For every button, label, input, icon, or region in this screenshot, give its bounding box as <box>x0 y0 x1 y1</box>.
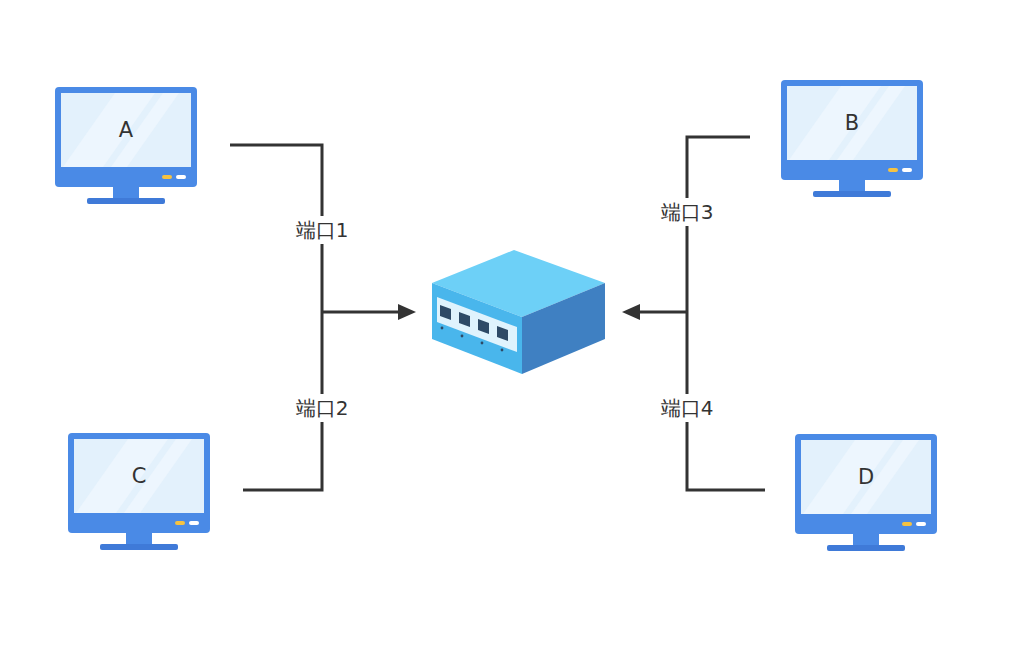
computer-name: A <box>61 93 191 167</box>
computer-node: D <box>795 434 937 552</box>
computer-node: A <box>55 87 197 205</box>
monitor-icon <box>68 433 210 551</box>
cable-left <box>230 145 322 490</box>
computer-node: C <box>68 433 210 551</box>
monitor-icon <box>55 87 197 205</box>
monitor-icon <box>795 434 937 552</box>
uplink-arrow <box>322 311 400 314</box>
port-label: 端口1 <box>294 216 351 244</box>
computer-name: D <box>801 440 931 514</box>
monitor-icon <box>781 80 923 198</box>
computer-name: B <box>787 86 917 160</box>
uplink-arrow <box>638 311 687 314</box>
port-label: 端口2 <box>294 394 351 422</box>
port-label: 端口3 <box>659 198 716 226</box>
port-label: 端口4 <box>659 394 716 422</box>
computer-node: B <box>781 80 923 198</box>
switch-device <box>432 250 605 374</box>
computer-name: C <box>74 439 204 513</box>
cable-right <box>687 137 765 490</box>
